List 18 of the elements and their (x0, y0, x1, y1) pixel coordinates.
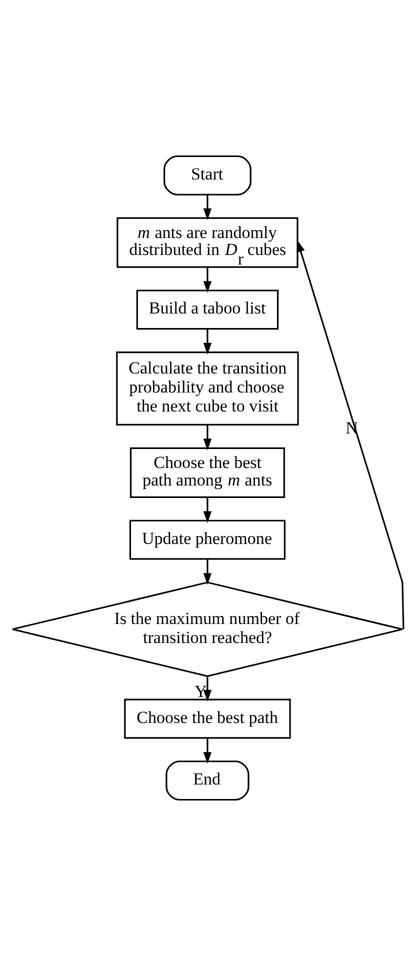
arrow (203, 676, 212, 702)
node-box: Choose the best path (124, 698, 291, 739)
edge-label: Y (194, 682, 207, 702)
arrow (203, 738, 212, 764)
node-box: Start (164, 155, 252, 196)
node-box: Build a taboo list (136, 290, 279, 330)
arrow (203, 267, 212, 293)
arrow (203, 328, 212, 355)
arrow (203, 559, 212, 585)
arrow (203, 194, 212, 220)
arrow (203, 424, 212, 450)
node-box: Calculate the transition probability and choose the next cube to visit (116, 352, 299, 426)
node-box: Choose the best path among m ants (130, 447, 285, 498)
node-box: Update pheromone (129, 520, 286, 560)
arrow (203, 497, 212, 524)
node-diamond: Is the maximum number of transition reached? (12, 582, 404, 677)
node-box: End (166, 760, 250, 801)
arrow (296, 240, 404, 630)
